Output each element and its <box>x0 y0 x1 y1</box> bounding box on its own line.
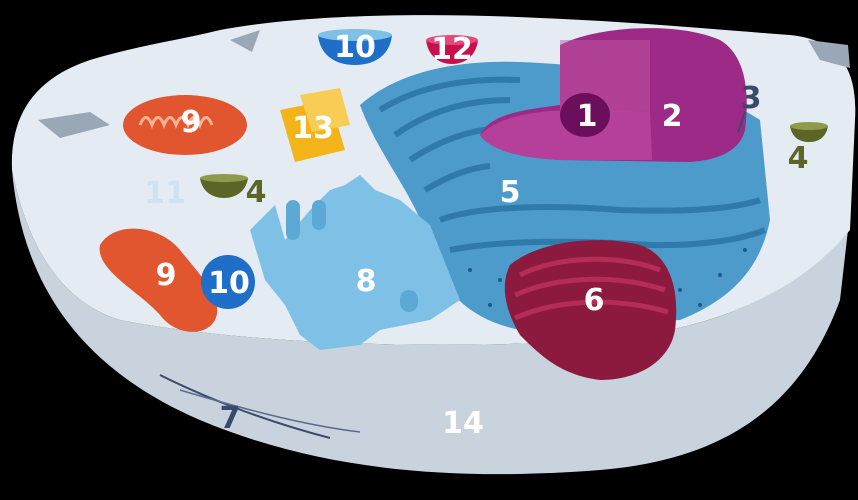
smooth-er-tube <box>286 200 300 240</box>
vacuole-left <box>201 255 255 309</box>
cytoskeleton-filament <box>179 389 361 433</box>
label-cell-membrane: 14 <box>442 406 484 441</box>
vacuole-top-rim <box>318 29 392 41</box>
label-vesicle-left: 4 <box>246 175 267 210</box>
mitochondrion-top <box>123 95 247 155</box>
nucleolus <box>560 93 610 137</box>
label-ribosome: 3 <box>741 81 762 116</box>
label-nucleolus: 1 <box>577 99 598 134</box>
membrane-notch <box>808 40 850 68</box>
label-smooth-er: 8 <box>356 264 377 299</box>
golgi-apparatus <box>504 240 677 380</box>
vacuole-top <box>318 35 392 65</box>
vesicle-cup-left <box>200 178 248 198</box>
label-vesicle-right: 4 <box>788 141 809 176</box>
label-golgi: 6 <box>584 283 605 318</box>
label-mitochondrion-left: 9 <box>156 258 177 293</box>
lysosome-rim <box>426 35 478 45</box>
mitochondrion-left <box>99 228 218 332</box>
cytoskeleton-filament <box>159 374 331 439</box>
vesicle-cup-right <box>790 126 828 142</box>
membrane-notch <box>38 112 110 138</box>
centrosome <box>280 88 350 162</box>
label-rough-er: 5 <box>500 175 521 210</box>
label-centrosome: 13 <box>292 111 334 146</box>
smooth-er-tube <box>400 290 418 312</box>
label-nucleus: 2 <box>662 99 683 134</box>
label-cytosol: 11 <box>144 176 186 211</box>
label-lysosome: 12 <box>431 32 473 67</box>
cell-membrane-side <box>12 170 848 475</box>
label-cytoskeleton: 7 <box>220 401 241 436</box>
membrane-notch <box>230 30 260 52</box>
nucleus-cutaway <box>480 110 652 160</box>
vesicle-cup-right-rim <box>790 122 828 130</box>
label-3-pointer <box>737 111 746 133</box>
label-mitochondrion-top: 9 <box>181 105 202 140</box>
label-vacuole-top: 10 <box>334 30 376 65</box>
smooth-er-tube <box>312 200 326 230</box>
label-vacuole-left: 10 <box>208 266 250 301</box>
lysosome <box>426 40 478 64</box>
vesicle-cup-left-rim <box>200 174 248 182</box>
